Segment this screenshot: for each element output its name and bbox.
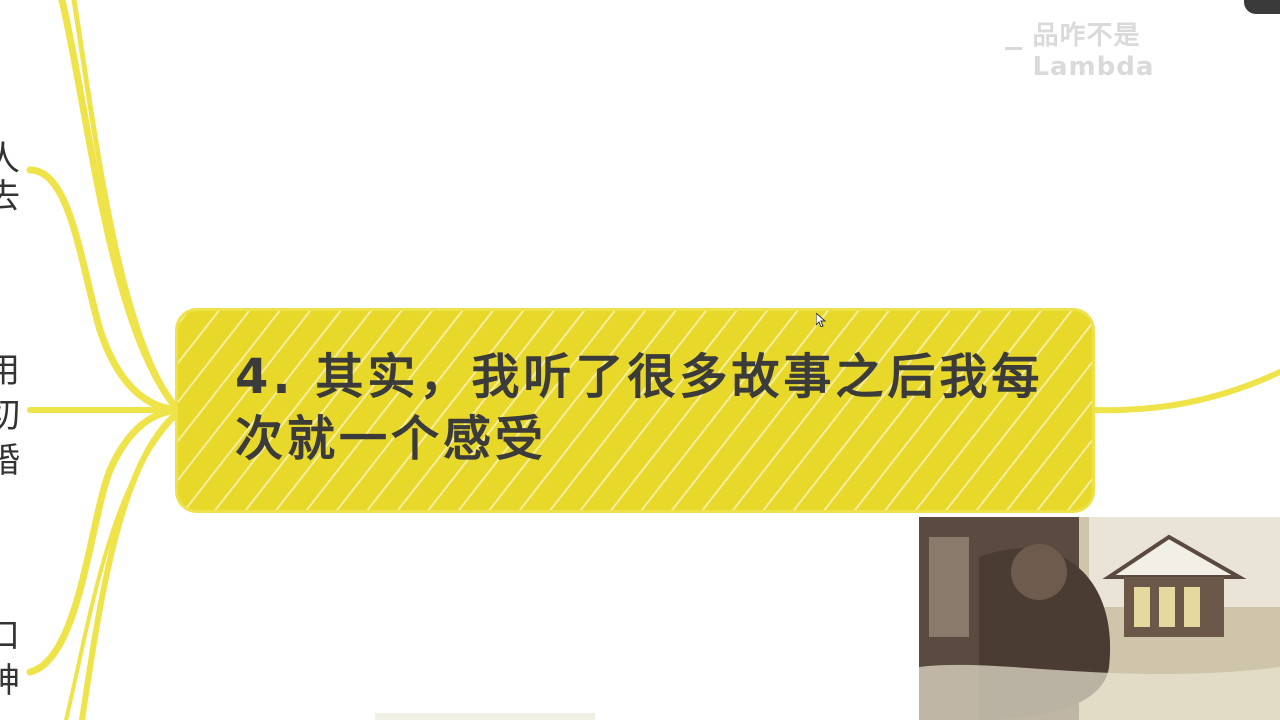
branch-upper-left (26, 166, 182, 414)
mouse-cursor-icon (816, 313, 826, 327)
webcam-scene-icon (919, 517, 1280, 720)
window-corner (1244, 0, 1280, 14)
left-fragment-6: 口 (0, 616, 20, 656)
branch-right (1090, 369, 1280, 414)
branch-bottom-main (79, 409, 181, 720)
left-fragment-7: 神 (0, 661, 20, 701)
webcam-overlay (919, 517, 1280, 720)
branch-top-secondary (71, 0, 181, 413)
central-node-text: 4. 其实，我听了很多故事之后我每次就一个感受 (235, 349, 1044, 468)
bottom-scroll-strip (375, 713, 595, 720)
left-fragment-4: 切 (0, 396, 20, 436)
mindmap-central-node[interactable]: 4. 其实，我听了很多故事之后我每次就一个感受 (175, 308, 1095, 513)
watermark-text: 品咋不是 Lambda (1032, 20, 1155, 82)
left-fragment-2: 去 (0, 177, 20, 217)
watermark-dash (1005, 46, 1023, 50)
branch-top-main (58, 0, 182, 414)
branch-bottom-secondary (64, 412, 180, 720)
channel-watermark: 品咋不是 Lambda (1005, 21, 1265, 82)
branch-lower-left (26, 406, 182, 676)
left-fragment-1: 人 (0, 139, 20, 179)
left-fragment-5: 婚 (0, 441, 20, 481)
left-fragment-3: 用 (0, 351, 20, 391)
